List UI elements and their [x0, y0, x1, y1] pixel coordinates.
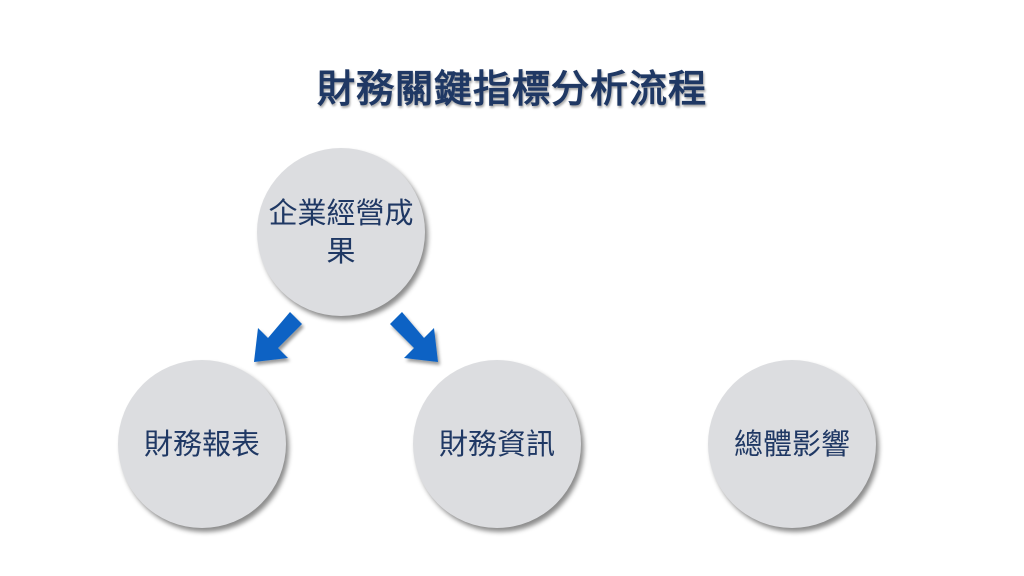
node-label: 企業經營成果	[268, 196, 414, 268]
node-business-results: 企業經營成果	[257, 148, 425, 316]
node-label: 總體影響	[733, 427, 850, 461]
arrow-down-left-icon	[254, 312, 302, 362]
node-financial-statements: 財務報表	[118, 360, 286, 528]
arrow-down-right-icon	[390, 312, 438, 362]
node-overall-impact: 總體影響	[708, 360, 876, 528]
page-title: 財務關鍵指標分析流程	[316, 67, 707, 111]
node-label: 財務資訊	[438, 427, 555, 461]
node-financial-information: 財務資訊	[413, 360, 581, 528]
node-label: 財務報表	[143, 427, 260, 461]
